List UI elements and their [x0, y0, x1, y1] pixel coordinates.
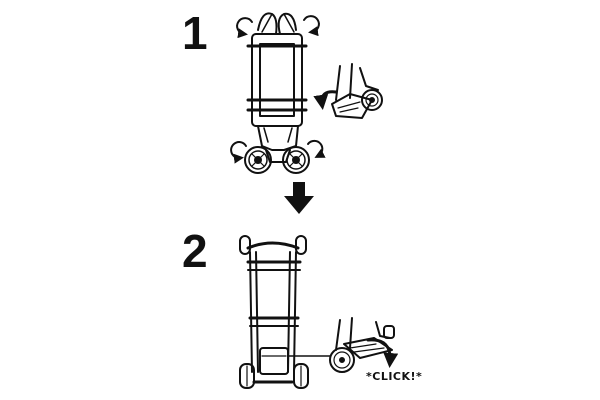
step-1-detail-inset — [331, 63, 383, 119]
step-2-number: 2 — [182, 225, 208, 277]
wheel-icon — [293, 363, 309, 389]
wheel-icon — [239, 363, 255, 389]
click-callout-text: *CLICK!* — [366, 370, 423, 383]
step-2-detail-inset — [329, 317, 395, 373]
step-2-hand-truck — [239, 235, 307, 384]
curved-arrow-icon — [313, 90, 338, 110]
step-1-rotate-arrow-top-right — [303, 15, 320, 37]
step-1-rotate-arrow-top-left — [236, 17, 253, 39]
wheel-icon — [282, 146, 310, 174]
wheel-icon — [244, 146, 272, 174]
curved-arrow-icon — [366, 338, 399, 368]
step-1-rotate-arrow-bottom-left — [230, 141, 247, 164]
down-arrow-icon — [284, 182, 314, 214]
step-1-number: 1 — [182, 7, 208, 59]
step-1-hand-truck — [246, 12, 308, 163]
step-1-rotate-arrow-bottom-right — [307, 139, 326, 158]
